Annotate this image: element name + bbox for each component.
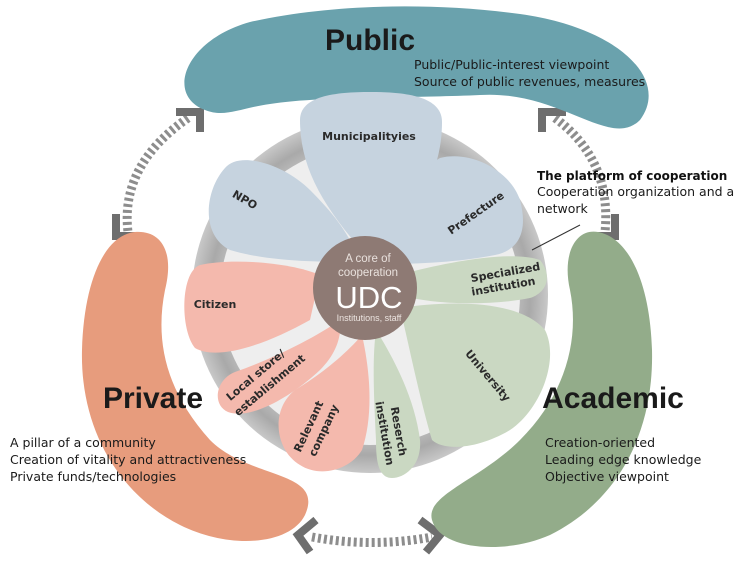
academic-title: Academic <box>542 382 684 415</box>
public-sector-shape <box>184 6 649 129</box>
private-sector-shape <box>81 231 309 542</box>
udc-core <box>313 236 417 340</box>
private-line-1: A pillar of a community <box>10 435 156 450</box>
private-line-2: Creation of vitality and attractiveness <box>10 452 246 467</box>
academic-line-3: Objective viewpoint <box>545 469 669 484</box>
platform-line-2: network <box>537 201 589 216</box>
petal-npo <box>208 160 360 262</box>
core-name: UDC <box>335 280 402 315</box>
private-title: Private <box>103 382 203 415</box>
petal-citizen <box>184 261 320 353</box>
petal-university <box>400 303 551 447</box>
core-subtitle: Institutions, staff <box>337 313 402 323</box>
petal-relevant-company <box>278 335 370 472</box>
public-title: Public <box>325 24 415 57</box>
petal-local-store <box>217 320 341 414</box>
platform-title: The platform of cooperation <box>537 169 727 183</box>
platform-line-1: Cooperation organization and a <box>537 184 734 199</box>
petal-research-institution <box>373 330 421 478</box>
private-line-3: Private funds/technologies <box>10 469 176 484</box>
petal-label-municipalities: Municipalityies <box>322 130 416 143</box>
core-label-top2: cooperation <box>338 267 398 279</box>
petal-prefecture <box>382 156 523 264</box>
petal-specialized-institution <box>410 256 547 304</box>
public-line-2: Source of public revenues, measures <box>414 74 645 89</box>
platform-pointer-line <box>531 224 581 251</box>
core-label-top: A core of <box>345 253 391 265</box>
academic-sector-shape <box>431 231 653 547</box>
public-line-1: Public/Public-interest viewpoint <box>414 57 609 72</box>
connector-private-academic <box>292 516 446 555</box>
connector-public-private <box>112 108 204 240</box>
petal-label-citizen: Citizen <box>194 298 237 311</box>
academic-line-2: Leading edge knowledge <box>545 452 702 467</box>
academic-line-1: Creation-oriented <box>545 435 655 450</box>
